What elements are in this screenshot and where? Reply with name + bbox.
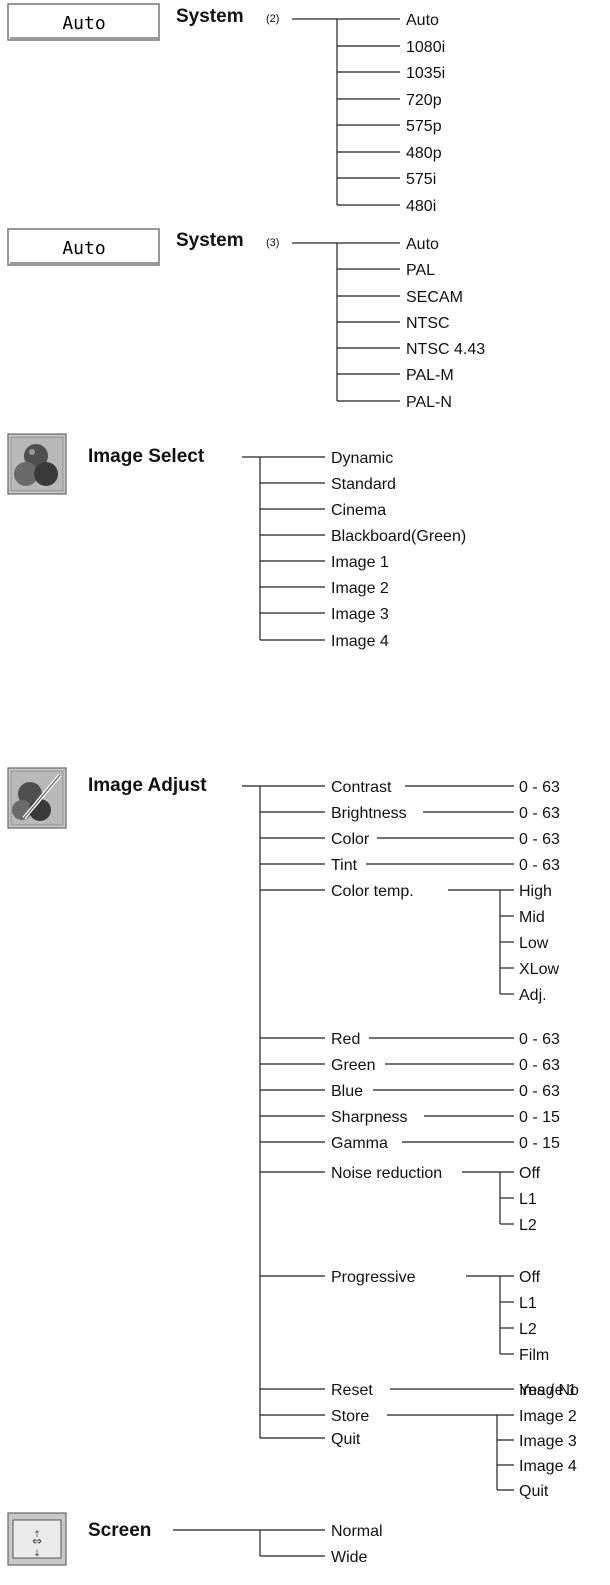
screen-section: ⇔ ↑ ↓ Screen Normal Wide [7, 1512, 383, 1566]
image-select-option[interactable]: Image 1 [331, 554, 389, 571]
store-option[interactable]: Image 2 [519, 1408, 577, 1425]
image-adjust-item[interactable]: Blue [331, 1083, 363, 1100]
system3-option[interactable]: Auto [406, 236, 439, 253]
image-select-option[interactable]: Blackboard(Green) [331, 528, 466, 545]
noise-reduction-option[interactable]: L1 [519, 1191, 537, 1208]
image-adjust-item[interactable]: Brightness [331, 805, 407, 822]
system2-option[interactable]: 720p [406, 92, 442, 109]
system2-auto-button-label: Auto [62, 13, 105, 34]
svg-text:↓: ↓ [33, 1549, 41, 1559]
system3-option[interactable]: SECAM [406, 289, 463, 306]
screen-icon: ⇔ ↑ ↓ [7, 1512, 67, 1566]
system2-title: System [176, 6, 244, 27]
store-option[interactable]: Image 3 [519, 1433, 577, 1450]
image-select-option[interactable]: Standard [331, 476, 396, 493]
store-option[interactable]: Image 4 [519, 1458, 577, 1475]
svg-text:↑: ↑ [33, 1530, 41, 1540]
screen-option[interactable]: Wide [331, 1549, 368, 1566]
image-adjust-item[interactable]: Sharpness [331, 1109, 408, 1126]
system2-option[interactable]: Auto [406, 12, 439, 29]
image-adjust-item[interactable]: Noise reduction [331, 1165, 442, 1182]
color-temp-option[interactable]: Low [519, 935, 549, 952]
image-adjust-item[interactable]: Progressive [331, 1269, 416, 1286]
system3-option[interactable]: PAL-M [406, 367, 454, 384]
image-adjust-item[interactable]: Tint [331, 857, 358, 874]
noise-reduction-option[interactable]: L2 [519, 1217, 537, 1234]
image-adjust-item[interactable]: Color [331, 831, 370, 848]
image-select-option[interactable]: Image 3 [331, 606, 389, 623]
progressive-option[interactable]: Off [519, 1269, 541, 1286]
image-adjust-value: 0 - 63 [519, 1031, 560, 1048]
system2-section: Auto System (2) Auto 1080i 1035i 720p 57… [7, 3, 445, 215]
system2-option[interactable]: 480i [406, 198, 436, 215]
image-select-option[interactable]: Cinema [331, 502, 386, 519]
image-adjust-item[interactable]: Reset [331, 1382, 373, 1399]
image-adjust-value: 0 - 63 [519, 831, 560, 848]
noise-reduction-option[interactable]: Off [519, 1165, 541, 1182]
image-select-option[interactable]: Image 2 [331, 580, 389, 597]
system3-option[interactable]: NTSC [406, 315, 450, 332]
system3-option[interactable]: PAL [406, 262, 435, 279]
system2-note: (2) [266, 13, 279, 25]
image-adjust-value: 0 - 15 [519, 1135, 560, 1152]
color-temp-option[interactable]: Adj. [519, 987, 547, 1004]
image-adjust-value: 0 - 63 [519, 857, 560, 874]
image-select-section: Image Select Dynamic Standard Cinema Bla… [7, 433, 466, 650]
system2-option[interactable]: 1035i [406, 65, 445, 82]
system2-option[interactable]: 1080i [406, 39, 445, 56]
system3-option[interactable]: NTSC 4.43 [406, 341, 485, 358]
image-adjust-item[interactable]: Red [331, 1031, 360, 1048]
image-select-title: Image Select [88, 446, 205, 467]
screen-option[interactable]: Normal [331, 1523, 383, 1540]
color-temp-option[interactable]: Mid [519, 909, 545, 926]
store-option[interactable]: Image 1 [519, 1382, 577, 1399]
system2-option[interactable]: 480p [406, 145, 442, 162]
color-temp-option[interactable]: XLow [519, 961, 559, 978]
system2-option[interactable]: 575i [406, 171, 436, 188]
image-adjust-item[interactable]: Green [331, 1057, 375, 1074]
image-select-icon [7, 433, 67, 495]
image-adjust-item[interactable]: Gamma [331, 1135, 388, 1152]
image-adjust-item[interactable]: Store [331, 1408, 369, 1425]
progressive-option[interactable]: L2 [519, 1321, 537, 1338]
image-adjust-value: 0 - 63 [519, 1083, 560, 1100]
system3-auto-button[interactable] [7, 228, 160, 266]
image-adjust-value: 0 - 63 [519, 805, 560, 822]
image-adjust-title: Image Adjust [88, 775, 207, 796]
image-adjust-value: 0 - 15 [519, 1109, 560, 1126]
store-option[interactable]: Quit [519, 1483, 549, 1500]
svg-text:⇔: ⇔ [32, 1534, 42, 1548]
image-adjust-value: Yes / No [519, 1382, 579, 1399]
image-adjust-item[interactable]: Contrast [331, 779, 392, 796]
image-adjust-value: 0 - 63 [519, 1057, 560, 1074]
system3-option[interactable]: PAL-N [406, 394, 452, 411]
image-adjust-icon [7, 767, 67, 829]
system2-option[interactable]: 575p [406, 118, 442, 135]
image-adjust-value: 0 - 63 [519, 779, 560, 796]
progressive-option[interactable]: Film [519, 1347, 549, 1364]
system3-auto-button-label: Auto [62, 238, 105, 259]
screen-title: Screen [88, 1520, 151, 1541]
system2-auto-button[interactable] [7, 3, 160, 41]
progressive-option[interactable]: L1 [519, 1295, 537, 1312]
image-select-option[interactable]: Image 4 [331, 633, 389, 650]
system3-note: (3) [266, 237, 279, 249]
color-temp-option[interactable]: High [519, 883, 552, 900]
system3-section: Auto System (3) Auto PAL SECAM NTSC NTSC… [7, 228, 485, 411]
image-select-option[interactable]: Dynamic [331, 450, 393, 467]
image-adjust-section: Image Adjust Contrast Brightness Color T… [7, 767, 579, 1500]
image-adjust-item[interactable]: Quit [331, 1431, 361, 1448]
image-adjust-item[interactable]: Color temp. [331, 883, 414, 900]
system3-title: System [176, 230, 244, 251]
